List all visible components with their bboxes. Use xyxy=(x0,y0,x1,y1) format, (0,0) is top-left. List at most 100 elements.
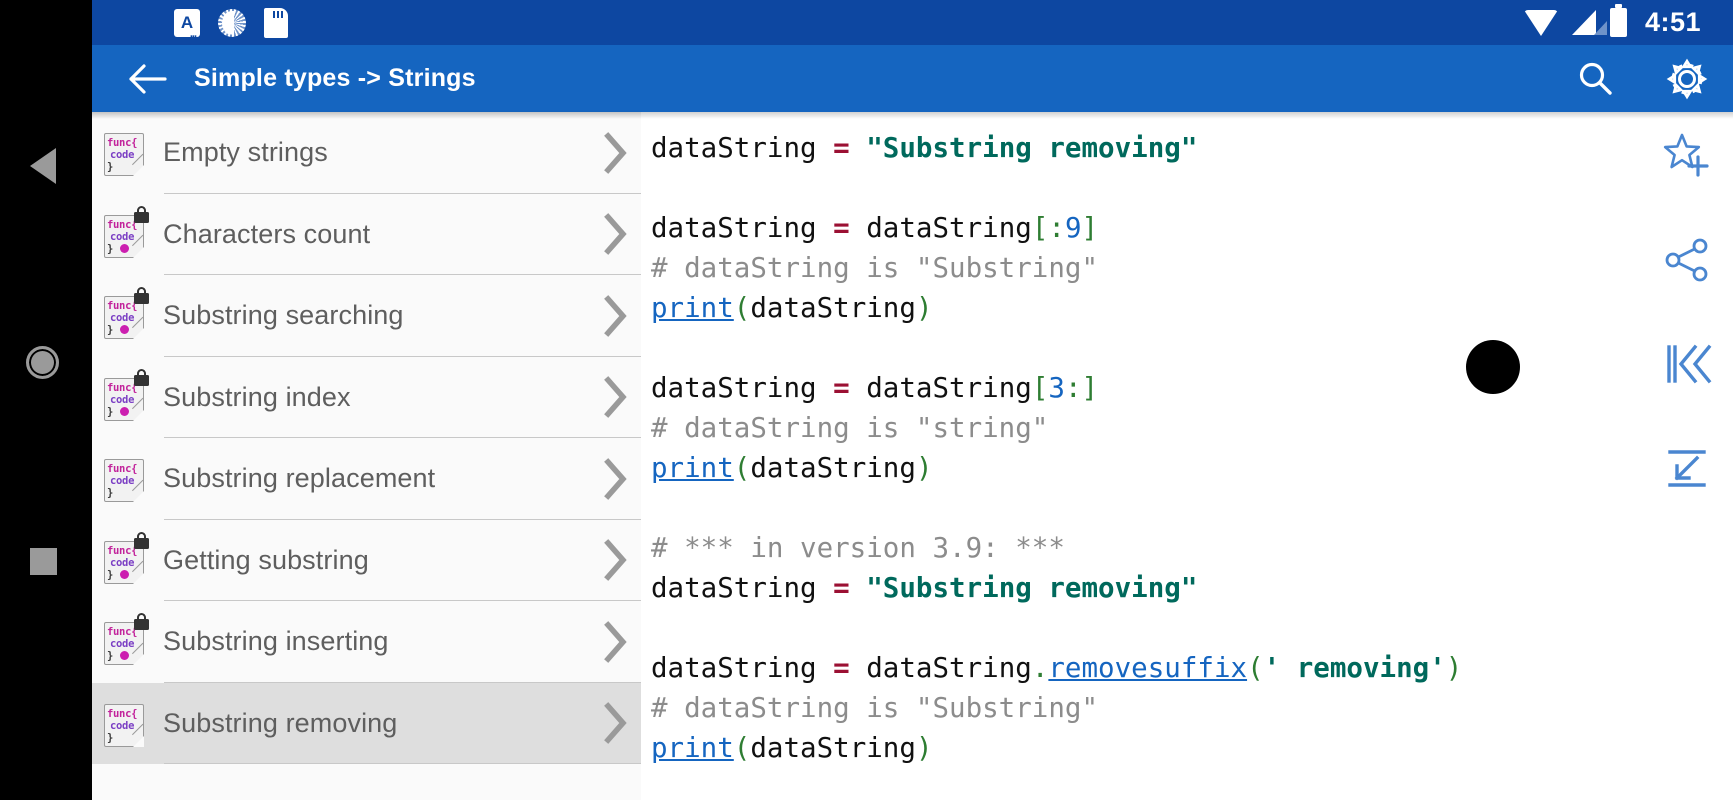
code-blank-line xyxy=(651,328,1733,368)
android-navigation-bar xyxy=(0,0,92,800)
list-divider xyxy=(164,600,641,601)
list-item-label: Substring replacement xyxy=(163,463,436,494)
list-item[interactable]: func{code} Substring inserting xyxy=(92,601,641,683)
code-icon-dot xyxy=(120,406,129,416)
code-icon-dot xyxy=(120,651,129,661)
code-icon-line1: func{ xyxy=(107,707,138,720)
code-snippet-icon: func{code} xyxy=(104,205,149,258)
list-item-label: Getting substring xyxy=(163,544,369,575)
code-icon-line3: } xyxy=(107,650,114,663)
status-bar-clock: 4:51 xyxy=(1644,7,1701,37)
nav-back-icon[interactable] xyxy=(30,148,56,184)
list-item[interactable]: func{code}Substring removing xyxy=(92,682,641,765)
touch-indicator xyxy=(1466,340,1520,394)
code-comment-line: # *** in version 3.9: *** xyxy=(651,532,1065,564)
code-icon-line2: code xyxy=(110,393,135,406)
chevron-right-icon[interactable] xyxy=(589,275,641,357)
code-line: dataString = "Substring removing" xyxy=(651,132,1198,164)
code-icon-line1: func{ xyxy=(107,544,138,557)
chevron-right-icon[interactable] xyxy=(589,438,641,520)
list-divider xyxy=(164,763,641,764)
code-icon-dot xyxy=(120,569,129,579)
code-icon-fold xyxy=(133,165,144,177)
list-divider xyxy=(164,192,641,194)
lock-icon xyxy=(134,531,149,549)
code-icon-line2: code xyxy=(110,149,135,162)
list-item-label: Substring inserting xyxy=(163,626,389,657)
list-item-label: Substring searching xyxy=(163,300,404,331)
code-snippet-icon: func{code} xyxy=(104,531,149,584)
gear-icon[interactable] xyxy=(1665,57,1709,101)
code-icon-line3: } xyxy=(107,405,114,418)
code-icon-line1: func{ xyxy=(107,137,138,150)
code-line: dataString = dataString.removesuffix(' r… xyxy=(651,652,1463,684)
list-item[interactable]: func{code}Substring searching xyxy=(92,275,641,357)
list-divider xyxy=(164,437,641,438)
share-icon[interactable] xyxy=(1661,234,1713,286)
code-blank-line xyxy=(651,168,1733,208)
chevron-right-icon[interactable] xyxy=(589,357,641,439)
list-item[interactable]: func{code}Characters count xyxy=(92,193,641,276)
code-icon-line2: code xyxy=(110,638,135,651)
list-item[interactable]: func{code}Empty strings xyxy=(92,112,641,194)
code-viewer[interactable]: dataString = "Substring removing" dataSt… xyxy=(641,112,1733,800)
battery-icon xyxy=(1609,4,1627,37)
code-snippet-icon: func{code} xyxy=(104,613,149,666)
code-icon-fold xyxy=(133,246,144,258)
chevron-right-icon[interactable] xyxy=(589,112,641,194)
chevron-right-icon[interactable] xyxy=(589,601,641,683)
toolbar-actions xyxy=(1573,45,1709,112)
signal-icon xyxy=(1571,10,1607,35)
chevron-right-icon[interactable] xyxy=(589,520,641,602)
code-icon-fold xyxy=(133,735,144,747)
back-arrow-icon[interactable] xyxy=(116,45,178,112)
code-icon-line2: code xyxy=(110,230,135,243)
sd-card-icon xyxy=(264,7,288,38)
code-icon-line3: } xyxy=(107,161,114,174)
code-line: dataString = dataString[:9] xyxy=(651,212,1099,244)
lock-icon xyxy=(134,287,149,305)
code-snippet-icon: func{code} xyxy=(104,129,144,177)
list-item[interactable]: func{code} Getting substring xyxy=(92,519,641,602)
collapse-download-icon[interactable] xyxy=(1661,442,1713,494)
list-divider xyxy=(164,355,641,357)
code-icon-line2: code xyxy=(110,312,135,325)
code-icon-fold xyxy=(133,654,144,666)
code-icon-line1: func{ xyxy=(107,218,138,231)
code-icon-fold xyxy=(133,491,144,503)
search-icon[interactable] xyxy=(1573,57,1617,101)
code-comment-line: # dataString is "string" xyxy=(651,412,1049,444)
status-bar-notifications: A xyxy=(174,7,288,40)
nav-recents-icon[interactable] xyxy=(30,548,57,575)
code-icon-fold xyxy=(133,572,144,584)
lock-icon xyxy=(134,205,149,223)
skip-to-start-icon[interactable] xyxy=(1661,338,1713,390)
list-divider xyxy=(164,274,641,275)
code-blank-line xyxy=(651,488,1733,528)
list-item[interactable]: func{code} Substring replacement xyxy=(92,438,641,520)
code-comment-line: # dataString is "Substring" xyxy=(651,252,1099,284)
code-icon-line3: } xyxy=(107,568,114,581)
lock-icon xyxy=(134,368,149,386)
list-divider xyxy=(164,518,641,520)
code-line: print(dataString) xyxy=(651,452,933,484)
chevron-right-icon[interactable] xyxy=(589,194,641,276)
list-item-label: Substring removing xyxy=(163,707,398,738)
code-blank-line xyxy=(651,608,1733,648)
code-icon-line3: } xyxy=(107,324,114,337)
code-line: print(dataString) xyxy=(651,292,933,324)
code-icon-dot xyxy=(120,243,129,253)
nav-home-icon[interactable] xyxy=(26,346,59,379)
add-to-favorites-icon[interactable] xyxy=(1661,130,1713,182)
app-toolbar: Simple types -> Strings xyxy=(92,45,1733,112)
code-icon-fold xyxy=(133,409,144,421)
sync-icon xyxy=(218,8,246,37)
code-icon-fold xyxy=(133,328,144,340)
code-icon-line1: func{ xyxy=(107,381,138,394)
code-snippet-icon: func{code} xyxy=(104,455,144,503)
chevron-right-icon[interactable] xyxy=(589,683,641,765)
list-item[interactable]: func{code}Substring index xyxy=(92,356,641,439)
